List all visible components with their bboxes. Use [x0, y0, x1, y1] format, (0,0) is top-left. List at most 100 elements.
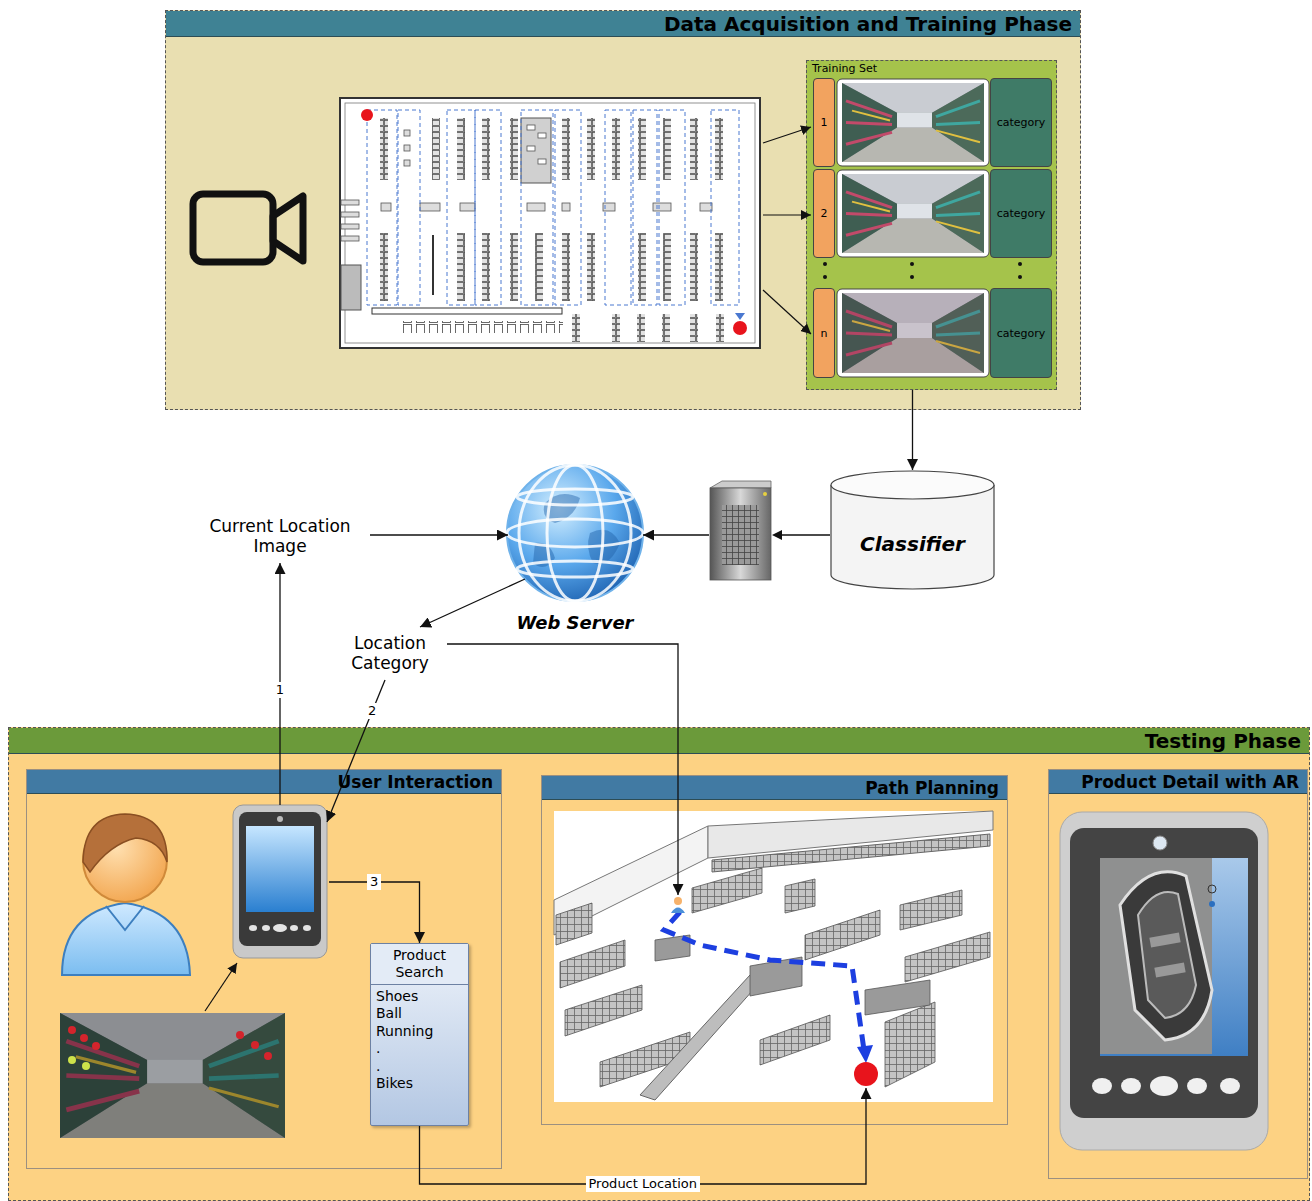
store-floor-map — [612, 314, 620, 342]
store-floor-map — [690, 233, 698, 301]
store-floor-map — [538, 133, 546, 138]
server-icon — [772, 530, 782, 540]
store-3d-plan — [712, 834, 990, 872]
step-number: 1 — [273, 682, 287, 698]
category-cell: category — [990, 169, 1052, 258]
smartphone-icon — [273, 924, 287, 932]
continuation-dots — [1018, 275, 1022, 279]
header-bar: Path Planning — [542, 776, 1007, 800]
store-3d-plan — [885, 1002, 935, 1087]
continuation-dots — [910, 262, 914, 266]
user-avatar — [62, 814, 190, 975]
category-label: category — [992, 206, 1051, 221]
edge-label-holder: Product Location — [586, 1176, 700, 1192]
store-floor-map — [367, 110, 397, 305]
store-3d-plan — [905, 932, 990, 982]
classifier-database: Classifier — [830, 470, 995, 590]
store-floor-map — [711, 110, 739, 305]
flow-arrow — [643, 534, 830, 535]
store-floor-map — [603, 203, 615, 211]
store-photo — [82, 1062, 90, 1070]
user-avatar — [62, 903, 190, 975]
ar-phone-icon — [1153, 836, 1167, 850]
store-3d-plan — [805, 910, 880, 960]
smartphone-icon — [239, 812, 321, 946]
store-floor-map — [482, 118, 490, 180]
ar-phone-icon — [1100, 858, 1212, 1054]
store-floor-map — [380, 233, 388, 301]
globe-grid — [519, 465, 631, 601]
globe-sphere — [507, 465, 643, 601]
ar-phone-icon — [1060, 812, 1268, 1150]
store-floor-map — [638, 118, 646, 180]
store-floor-map — [715, 118, 723, 180]
header-bar: Product Detail with AR — [1049, 770, 1307, 794]
store-photo — [60, 1013, 285, 1138]
store-floor-map — [538, 159, 546, 164]
store-floor-map — [562, 233, 570, 301]
training-photo — [842, 293, 984, 373]
phase-band: Data Acquisition and Training PhaseTrain… — [165, 10, 1081, 410]
store-floor-map — [340, 98, 760, 348]
server-icon — [710, 488, 771, 580]
store-floor-map — [612, 118, 620, 180]
store-3d-plan — [556, 868, 990, 1087]
continuation-dots — [910, 275, 914, 279]
store-floor-map — [398, 110, 420, 305]
store-floor-map — [733, 321, 747, 335]
store-3d-plan — [560, 940, 625, 988]
training-photo — [837, 79, 989, 377]
panel-title: Training Set — [807, 61, 1056, 76]
server-icon — [763, 492, 767, 496]
store-floor-map — [510, 118, 518, 180]
module-panel: User InteractionProduct SearchShoes Ball… — [26, 769, 502, 1169]
continuation-dots — [823, 262, 827, 266]
header-bar: Data Acquisition and Training Phase — [166, 11, 1080, 37]
store-floor-map — [633, 110, 657, 305]
store-floor-map — [700, 203, 712, 211]
store-floor-map — [562, 203, 570, 211]
store-photo — [251, 1041, 259, 1049]
store-floor-map — [341, 200, 359, 205]
category-cell: category — [990, 288, 1052, 378]
training-photo — [842, 174, 984, 253]
index-number: n — [816, 326, 833, 341]
store-floor-map — [420, 203, 440, 211]
smartphone-icon — [249, 925, 257, 931]
category-label: category — [992, 326, 1051, 341]
store-floor-map — [572, 314, 580, 342]
store-floor-map — [653, 203, 671, 211]
store-floor-map — [587, 233, 595, 301]
store-photo — [68, 1056, 90, 1070]
store-3d-plan — [556, 903, 592, 945]
edge-label-holder: 1 — [273, 682, 287, 698]
header-bar: Testing Phase — [9, 728, 1309, 754]
store-floor-map — [527, 125, 546, 164]
edge-label: Product Location — [586, 1176, 700, 1192]
training-photo — [837, 79, 989, 166]
ar-phone-icon — [1220, 1078, 1240, 1094]
smartphone-icon — [249, 924, 311, 932]
store-floor-map — [380, 118, 724, 342]
store-photo — [80, 1034, 88, 1042]
store-3d-plan — [708, 811, 993, 858]
store-floor-map — [735, 313, 745, 320]
band-title: Data Acquisition and Training Phase — [664, 12, 1072, 36]
store-floor-map — [361, 109, 373, 121]
store-3d-plan — [857, 1045, 873, 1063]
globe-grid — [547, 465, 603, 601]
continuation-dots — [1018, 262, 1022, 266]
smartphone-icon — [233, 769, 327, 958]
index-number: 1 — [816, 115, 833, 130]
store-floor-map — [475, 110, 501, 305]
smartphone-icon — [233, 805, 327, 958]
cylinder-body — [831, 485, 994, 589]
store-floor-map — [690, 118, 698, 180]
smartphone-icon — [262, 925, 270, 931]
map-to-row-arrows — [763, 127, 811, 143]
photo-to-phone-arrow — [205, 963, 237, 1011]
store-floor-map — [404, 130, 410, 136]
store-3d-plan — [865, 980, 930, 1015]
store-floor-map — [432, 118, 440, 180]
